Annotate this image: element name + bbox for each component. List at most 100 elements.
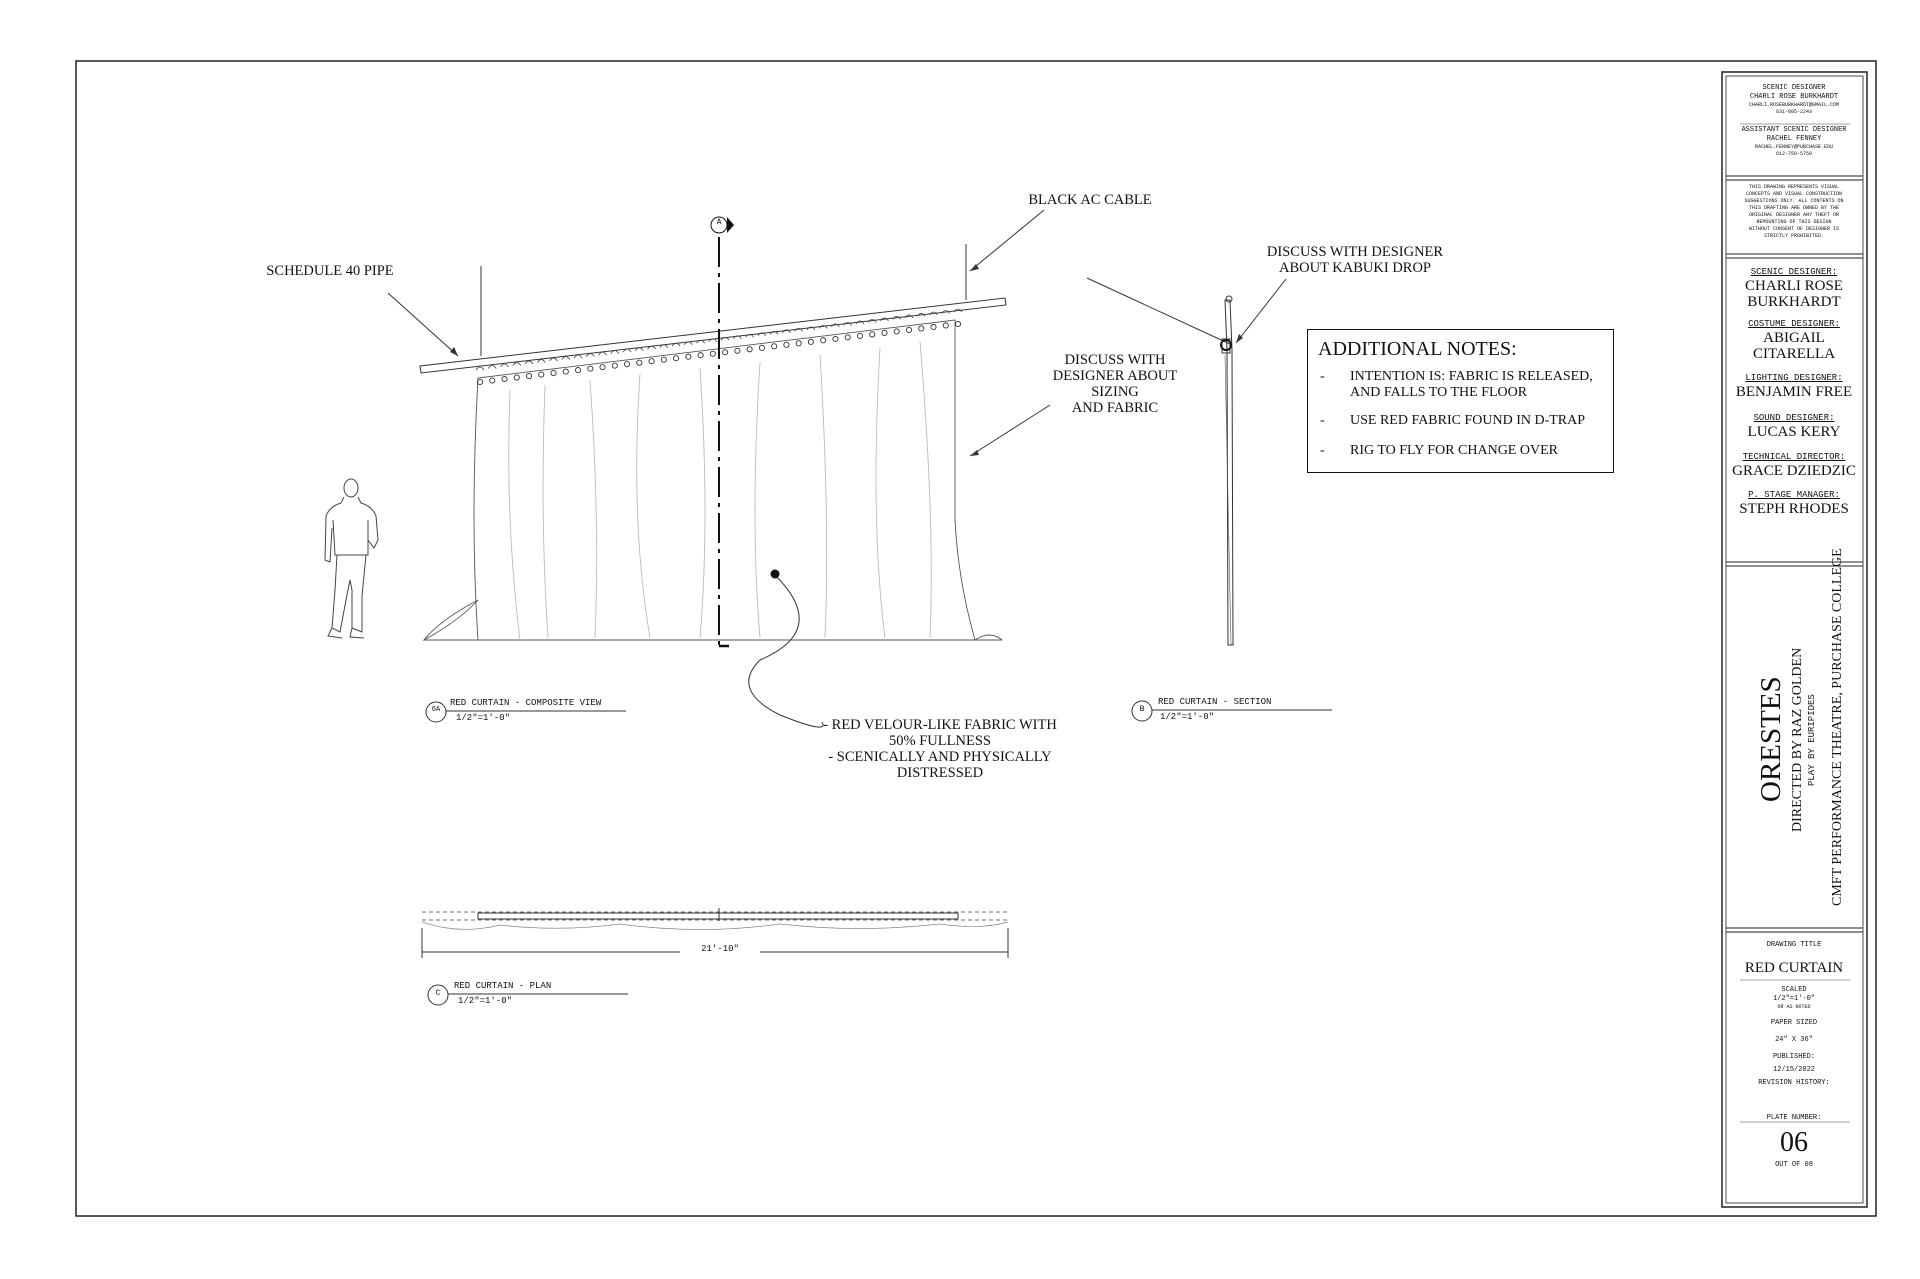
label-discuss-kabuki: DISCUSS WITH DESIGNER ABOUT KABUKI DROP [1266, 244, 1444, 276]
ring-loop [610, 350, 620, 354]
ring-loop [573, 354, 583, 359]
ring-loop [794, 327, 803, 332]
view-title-section: RED CURTAIN - SECTION [1158, 697, 1272, 707]
ring-loop [549, 357, 558, 362]
curtain-ring [856, 332, 863, 339]
view-id-c: C [435, 989, 441, 998]
title-block-contact: SCENIC DESIGNER CHARLI ROSE BURKHARDT CH… [1741, 84, 1847, 157]
curtain-ring [587, 365, 594, 372]
curtain-ring [501, 375, 508, 383]
curtain-ring [734, 347, 741, 354]
curtain-ring [783, 341, 790, 348]
leader-pipe [387, 292, 459, 357]
ring-loop [536, 359, 546, 363]
view-scale-plan: 1/2"=1'-0" [458, 996, 513, 1006]
view-id-b: B [1139, 705, 1145, 714]
ring-loop [561, 356, 571, 360]
ring-loop [512, 362, 522, 366]
curtain-ring [636, 359, 643, 366]
schedule-40-pipe [419, 297, 1007, 374]
plan-dimension-text: 21'-10" [680, 944, 760, 955]
ring-loop [598, 351, 607, 356]
curtain-ring [709, 350, 716, 357]
leader-sizing [969, 404, 1051, 457]
view-id-6a: 6A [431, 706, 441, 714]
leader-kabuki [1086, 277, 1233, 346]
curtain-ring [905, 326, 913, 333]
curtain-ring [685, 353, 692, 360]
view-scale-section: 1/2"=1'-0" [1160, 712, 1215, 722]
ring-loop [904, 314, 914, 319]
sheet-border [75, 60, 1877, 1217]
curtain-ring [832, 335, 839, 342]
additional-notes-title: ADDITIONAL NOTES: [1318, 338, 1517, 360]
ring-loop [708, 338, 718, 342]
curtain-ring [538, 371, 545, 378]
view-title-plan: RED CURTAIN - PLAN [454, 981, 552, 991]
curtain-ring [513, 374, 520, 381]
ring-loop [524, 360, 534, 365]
curtain-ring [942, 322, 949, 329]
ring-loop [880, 317, 889, 322]
additional-notes-box: ADDITIONAL NOTES: -INTENTION IS: FABRIC … [1307, 329, 1614, 473]
curtain-ring [930, 323, 937, 331]
section-cut-line [710, 216, 734, 648]
section-view-drop [1220, 295, 1234, 646]
drawing-title: RED CURTAIN [1744, 960, 1844, 976]
curtain-ring [746, 346, 753, 353]
ring-loop [916, 313, 926, 317]
curtain-ring [954, 320, 962, 328]
ring-loop [867, 319, 877, 323]
curtain-ring [624, 361, 631, 368]
curtain-ring [648, 358, 655, 365]
title-block-credits: SCENIC DESIGNER: CHARLI ROSE BURKHARDT C… [1732, 267, 1856, 517]
ring-loop [671, 342, 681, 347]
ring-loop [659, 344, 669, 348]
ring-loop [745, 333, 754, 338]
ring-loop [782, 329, 791, 334]
curtain-ring [599, 364, 606, 371]
venue: CMFT PERFORMANCE THEATRE, PURCHASE COLLE… [1830, 548, 1845, 906]
curtain-ring [611, 362, 618, 369]
ring-loop [806, 326, 816, 331]
curtain-ring [869, 331, 876, 338]
ring-loop [684, 341, 693, 345]
curtain-ring [844, 334, 851, 341]
ring-loop [953, 308, 963, 313]
curtain-ring [722, 349, 729, 356]
curtain-ring [660, 356, 667, 363]
ring-loop [696, 339, 705, 344]
ring-loop [585, 353, 595, 357]
curtain-ring [893, 328, 900, 335]
curtain-rings [475, 308, 963, 386]
title-block-frame [1721, 71, 1868, 1208]
ring-loop [855, 320, 865, 325]
show-title: ORESTES [1755, 676, 1787, 802]
section-marker-a: A [716, 218, 722, 227]
curtain-ring [918, 325, 925, 332]
title-block-drawing-info: DRAWING TITLE RED CURTAIN SCALED 1/2"=1'… [1727, 941, 1861, 1170]
curtain-ring [820, 337, 827, 344]
curtain-ring [575, 367, 582, 374]
curtain-ring [881, 329, 888, 336]
curtain-ring [550, 370, 557, 377]
ring-loop [831, 323, 840, 328]
ring-loop [929, 311, 938, 316]
ring-loop [720, 336, 730, 341]
play-by: PLAY BY EURIPIDES [1807, 694, 1817, 786]
label-fabric-note: - RED VELOUR-LIKE FABRIC WITH 50% FULLNE… [823, 717, 1057, 781]
label-discuss-sizing: DISCUSS WITH DESIGNER ABOUT SIZING AND F… [1052, 352, 1178, 416]
ring-loop [647, 345, 656, 350]
ring-loop [757, 332, 767, 337]
ring-loop [818, 324, 828, 329]
ring-loop [892, 316, 902, 320]
leader-cable [969, 209, 1045, 272]
curtain-ring [525, 373, 533, 380]
curtain-ring [758, 344, 765, 351]
label-schedule-pipe: SCHEDULE 40 PIPE [266, 263, 394, 279]
ring-loop [769, 330, 779, 335]
view-title-composite: RED CURTAIN - COMPOSITE VIEW [450, 698, 602, 708]
curtain-ring [673, 355, 680, 362]
ring-loop [487, 365, 497, 369]
red-curtain-drawing [422, 319, 1003, 641]
